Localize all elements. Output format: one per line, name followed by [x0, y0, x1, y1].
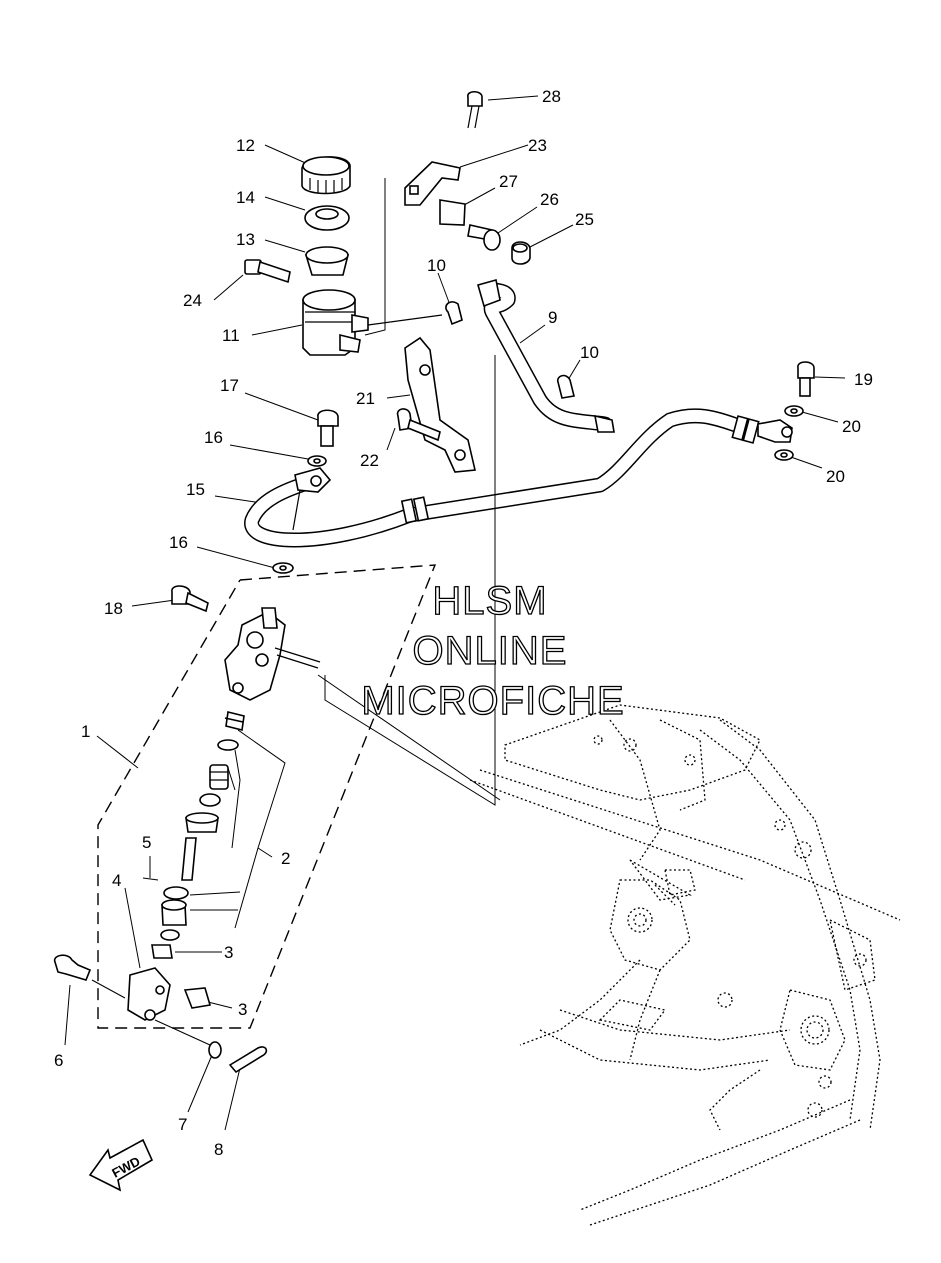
callout-28[interactable]: 28	[542, 87, 561, 106]
callout-22[interactable]: 22	[360, 451, 379, 470]
callout-25[interactable]: 25	[575, 210, 594, 229]
callout-3-bottom[interactable]: 3	[238, 1000, 247, 1019]
callout-20-top[interactable]: 20	[842, 417, 861, 436]
assembly-outline	[97, 564, 437, 1029]
callout-16-bottom[interactable]: 16	[169, 533, 188, 552]
callout-23[interactable]: 23	[528, 136, 547, 155]
callout-2[interactable]: 2	[281, 849, 290, 868]
callout-4[interactable]: 4	[112, 871, 121, 890]
callout-1[interactable]: 1	[81, 722, 90, 741]
callout-10-right[interactable]: 10	[580, 343, 599, 362]
callout-11[interactable]: 11	[222, 326, 240, 345]
watermark: HLSM ONLINE MICROFICHE	[361, 578, 625, 723]
callout-12[interactable]: 12	[236, 136, 255, 155]
bolts-and-washers	[171, 361, 815, 613]
pipe-9	[477, 278, 615, 433]
master-cylinder	[53, 355, 501, 1074]
brackets	[364, 90, 531, 473]
callout-18[interactable]: 18	[104, 599, 123, 618]
callout-26[interactable]: 26	[540, 190, 559, 209]
motorcycle-frame	[469, 704, 901, 1226]
callout-20-bottom[interactable]: 20	[826, 467, 845, 486]
callouts: 28 23 27 26 25 12 14 13 24 11 10 9 10 21…	[54, 87, 873, 1159]
watermark-line-2: ONLINE	[413, 629, 568, 673]
callout-13[interactable]: 13	[236, 230, 255, 249]
brake-hose	[244, 408, 793, 548]
watermark-line-3: MICROFICHE	[361, 679, 624, 723]
callout-8[interactable]: 8	[214, 1140, 223, 1159]
watermark-line-1: HLSM	[432, 579, 547, 623]
callout-17[interactable]: 17	[220, 376, 239, 395]
callout-3-top[interactable]: 3	[224, 943, 233, 962]
reservoir-assembly	[244, 156, 443, 356]
callout-19[interactable]: 19	[854, 370, 873, 389]
callout-6[interactable]: 6	[54, 1051, 63, 1070]
callout-9[interactable]: 9	[548, 308, 557, 327]
callout-14[interactable]: 14	[236, 188, 255, 207]
callout-5[interactable]: 5	[142, 833, 151, 852]
fwd-arrow: FWD	[88, 1138, 154, 1192]
callout-16-top[interactable]: 16	[204, 428, 223, 447]
clamp-10	[445, 301, 575, 399]
callout-27[interactable]: 27	[499, 172, 518, 191]
callout-7[interactable]: 7	[178, 1115, 187, 1134]
callout-21[interactable]: 21	[356, 389, 375, 408]
leader-lines	[64, 95, 846, 1131]
callout-15[interactable]: 15	[186, 480, 205, 499]
callout-24[interactable]: 24	[183, 291, 202, 310]
callout-10-top[interactable]: 10	[427, 256, 446, 275]
